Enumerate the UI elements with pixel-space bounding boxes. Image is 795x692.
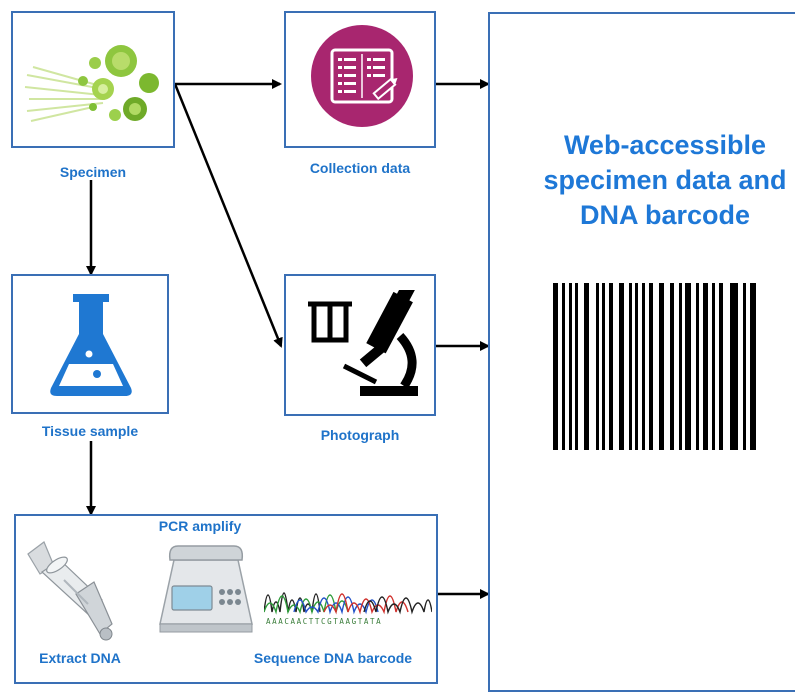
- photograph-label: Photograph: [320, 427, 400, 443]
- arrow-specimen-to-photograph: [173, 83, 283, 348]
- extract-tube-icon: [27, 541, 113, 641]
- chromatogram-icon: AAACAACTTCGTAAGTATA: [264, 592, 432, 626]
- result-title: Web-accessible specimen data and DNA bar…: [543, 130, 787, 230]
- barcode-graphic: [553, 283, 756, 450]
- collection-form-icon: [311, 25, 413, 127]
- extract-dna-label: Extract DNA: [39, 650, 121, 666]
- connector-arrows: [86, 79, 490, 599]
- specimen-label: Specimen: [59, 164, 127, 180]
- pcr-amplify-label: PCR amplify: [158, 518, 242, 534]
- collection-data-label: Collection data: [309, 160, 411, 176]
- specimen-box: [11, 11, 175, 148]
- collection-data-box: [284, 11, 436, 148]
- photograph-box: [284, 274, 436, 416]
- sequence-letters: AAACAACTTCGTAAGTATA: [266, 617, 382, 626]
- tissue-sample-label: Tissue sample: [41, 423, 139, 439]
- flask-icon: [50, 294, 132, 396]
- tissue-sample-box: [11, 274, 169, 414]
- sequence-dna-barcode-label: Sequence DNA barcode: [253, 650, 413, 666]
- microscope-icon: [308, 290, 418, 396]
- pcr-machine-icon: [159, 545, 253, 633]
- algae-icon: [24, 45, 159, 122]
